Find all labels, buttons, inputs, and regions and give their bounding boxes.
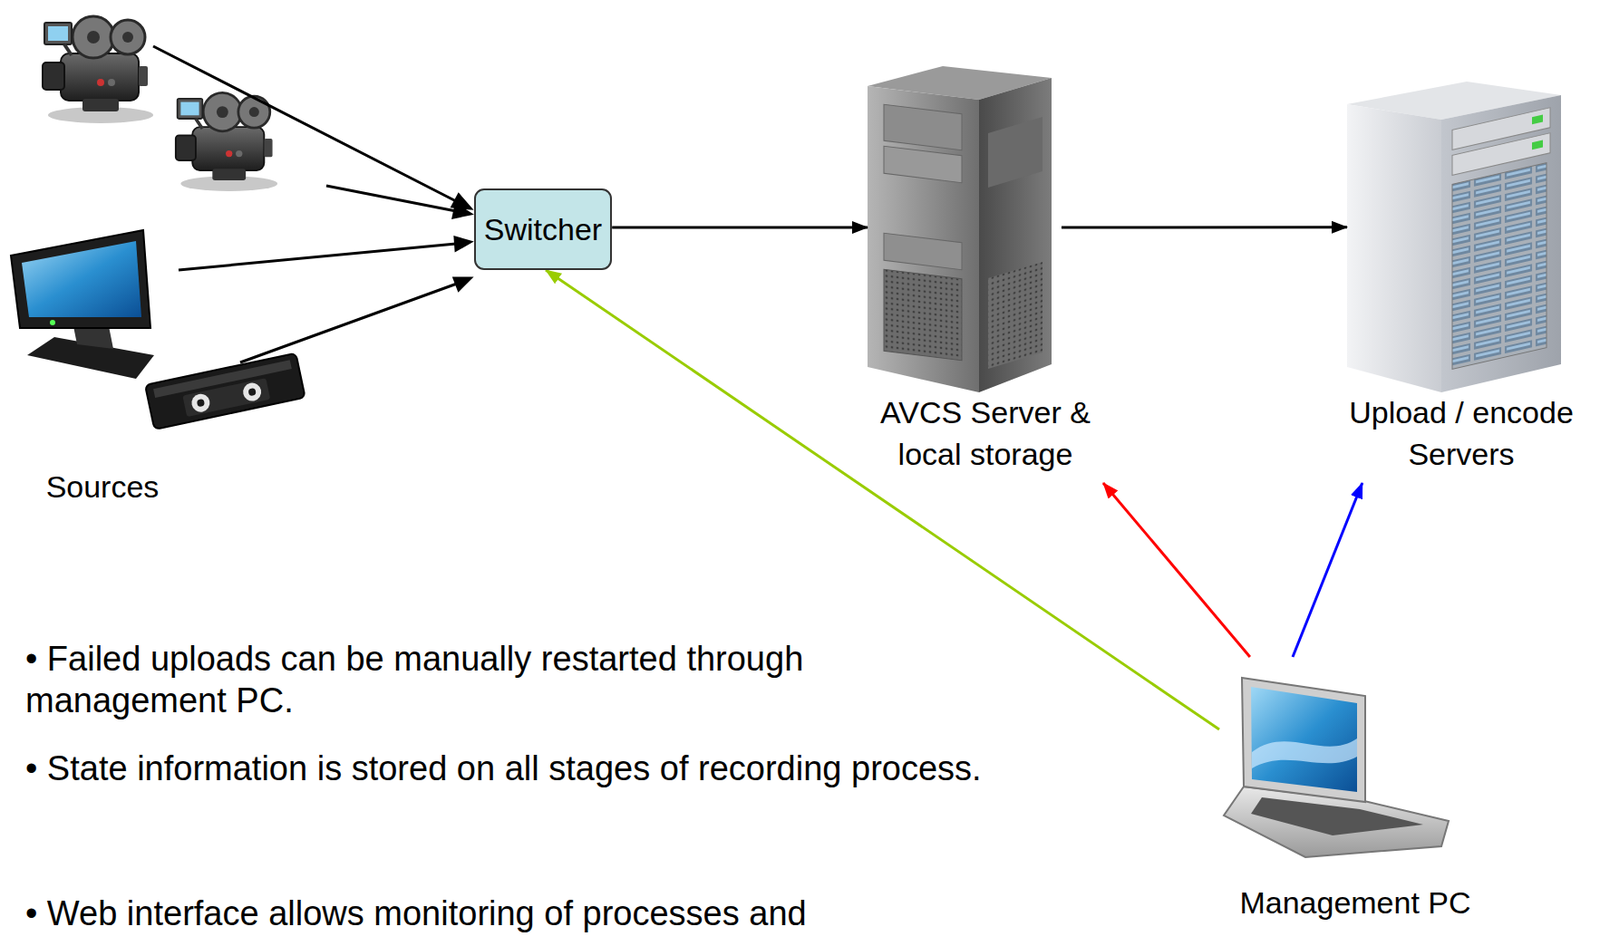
node-caption-text: AVCS Server & local storage xyxy=(880,391,1091,476)
camera-icon xyxy=(42,16,154,124)
server-node: AVCS Server & local storage xyxy=(867,66,1104,484)
node-caption: Upload / encode Servers xyxy=(1334,391,1589,476)
tape-icon xyxy=(145,353,306,430)
server-rack-icon xyxy=(1347,81,1562,393)
server-icon xyxy=(867,66,1052,393)
monitor-icon xyxy=(10,230,155,379)
bullet-note: • State information is stored on all sta… xyxy=(25,747,1077,790)
group-label: Sources xyxy=(38,465,166,508)
server-rack-node: Upload / encode Servers xyxy=(1334,81,1589,484)
connector-arrow xyxy=(1061,225,1348,229)
node-caption-text: Management PC xyxy=(1223,882,1487,924)
laptop-icon xyxy=(1223,678,1449,858)
node-caption: AVCS Server & local storage xyxy=(867,391,1104,476)
connector-arrow xyxy=(611,225,868,229)
box-label: Switcher xyxy=(484,208,602,251)
connector-arrow xyxy=(1292,483,1363,658)
bullet-note: • Failed uploads can be manually restart… xyxy=(25,638,824,722)
node-caption: Management PC xyxy=(1219,882,1492,924)
bullet-note: • Web interface allows monitoring of pro… xyxy=(25,892,1077,935)
source-arrows xyxy=(153,46,471,363)
connector-arrow xyxy=(1103,483,1251,658)
node-caption-text: Upload / encode Servers xyxy=(1338,391,1584,476)
camera-icon xyxy=(175,92,278,192)
laptop-node: Management PC xyxy=(1219,657,1492,930)
switcher-box: Switcher xyxy=(474,188,612,271)
